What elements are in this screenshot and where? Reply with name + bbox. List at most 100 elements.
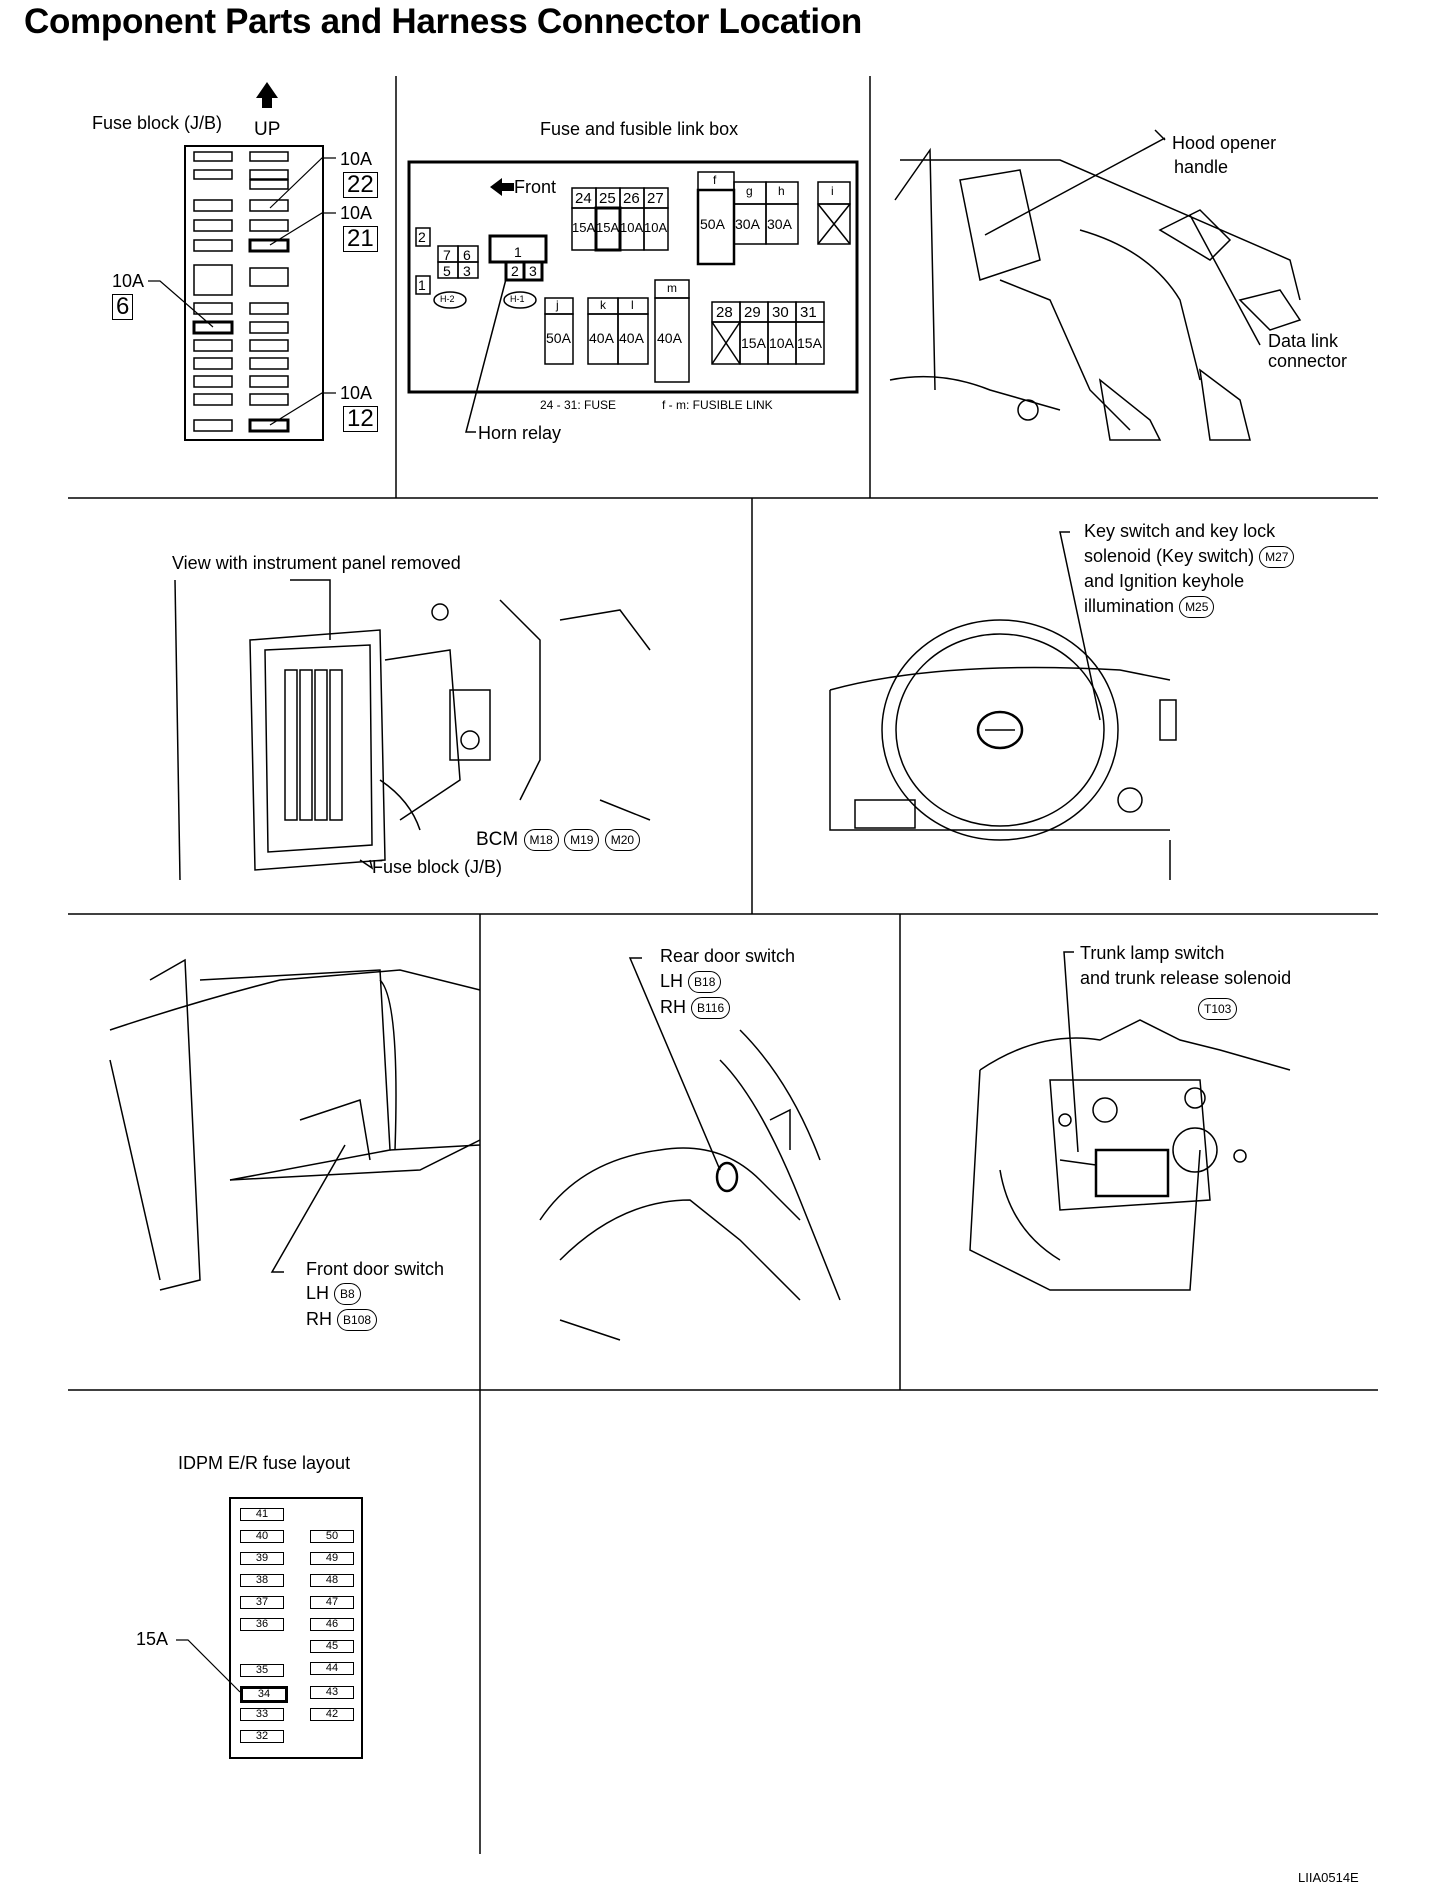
trunk-illustration bbox=[969, 951, 1291, 1291]
front-door-lh: LH B8 bbox=[306, 1282, 361, 1306]
connector-t103: T103 bbox=[1198, 998, 1238, 1020]
relay-num-1: 1 bbox=[418, 277, 426, 293]
callout-box-6: 6 bbox=[112, 294, 134, 320]
link-f-amp: 50A bbox=[700, 216, 725, 232]
horn-relay-num-2: 2 bbox=[511, 263, 519, 279]
callout-amp-21: 10A bbox=[340, 203, 373, 223]
fuse-amp-30: 10A bbox=[769, 335, 794, 351]
fuse-amp-31: 15A bbox=[797, 335, 822, 351]
link-j: j bbox=[556, 298, 559, 312]
ipdm-callout-15a: 15A bbox=[136, 1629, 169, 1649]
legend-link: f - m: FUSIBLE LINK bbox=[662, 398, 773, 412]
fuse-block-jb-label: Fuse block (J/B) bbox=[372, 857, 503, 877]
link-h: h bbox=[778, 184, 785, 198]
link-g-amp: 30A bbox=[735, 216, 760, 232]
fuse-amp-29: 15A bbox=[741, 335, 766, 351]
relay-tag-h1: H-1 bbox=[510, 294, 525, 304]
document-id: LIIA0514E bbox=[1298, 1870, 1359, 1885]
link-l-amp: 40A bbox=[619, 330, 644, 346]
fuse-num-25: 25 bbox=[599, 190, 616, 207]
fuse-amp-24: 15A bbox=[572, 220, 596, 235]
front-door-illustration bbox=[109, 958, 481, 1291]
illumination-text: illumination bbox=[1084, 596, 1175, 616]
fuse-num-27: 27 bbox=[647, 190, 664, 207]
key-switch-line4: illumination M25 bbox=[1084, 595, 1215, 619]
data-link-connector-label: connector bbox=[1268, 351, 1348, 371]
fuse-num-31: 31 bbox=[800, 304, 817, 321]
key-switch-line3: and Ignition keyhole bbox=[1084, 571, 1245, 591]
link-k: k bbox=[600, 298, 606, 312]
front-door-rh-text: RH bbox=[306, 1309, 332, 1329]
ipdm-fuse-44: 44 bbox=[310, 1662, 354, 1675]
front-door-label: Front door switch bbox=[306, 1259, 445, 1279]
trunk-line2: and trunk release solenoid bbox=[1080, 968, 1292, 988]
key-switch-line1: Key switch and key lock bbox=[1084, 521, 1276, 541]
fuse-num-24: 24 bbox=[575, 190, 592, 207]
callout-amp-12: 10A bbox=[340, 383, 373, 403]
ipdm-fuse-40: 40 bbox=[240, 1530, 284, 1543]
horn-relay-num-3: 3 bbox=[529, 263, 537, 279]
page-title: Component Parts and Harness Connector Lo… bbox=[24, 2, 862, 41]
link-k-amp: 40A bbox=[589, 330, 614, 346]
fuse-amp-27: 10A bbox=[644, 220, 668, 235]
ipdm-fuse-37: 37 bbox=[240, 1596, 284, 1609]
hood-handle-label: handle bbox=[1174, 157, 1229, 177]
connector-b8: B8 bbox=[334, 1283, 361, 1306]
ipdm-fuse-50: 50 bbox=[310, 1530, 354, 1543]
rear-door-lh: LH B18 bbox=[660, 970, 722, 994]
relay-num-5: 5 bbox=[443, 263, 451, 279]
relay-num-2: 2 bbox=[418, 229, 426, 245]
ipdm-fuse-42: 42 bbox=[310, 1708, 354, 1721]
front-door-lh-text: LH bbox=[306, 1283, 330, 1303]
ipdm-fuse-38: 38 bbox=[240, 1574, 284, 1587]
ipdm-fuse-35: 35 bbox=[240, 1664, 284, 1677]
key-switch-line2: solenoid (Key switch) M27 bbox=[1084, 545, 1295, 569]
key-switch-text: solenoid (Key switch) bbox=[1084, 546, 1255, 566]
legend-fuse: 24 - 31: FUSE bbox=[540, 398, 617, 412]
ipdm-fuse-45: 45 bbox=[310, 1640, 354, 1653]
ipdm-fuse-36: 36 bbox=[240, 1618, 284, 1631]
ipdm-fuse-46: 46 bbox=[310, 1618, 354, 1631]
bcm-label: BCM M18 M19 M20 bbox=[476, 828, 641, 852]
fuse-num-30: 30 bbox=[772, 304, 789, 321]
ipdm-fuse-32: 32 bbox=[240, 1730, 284, 1743]
link-m-amp: 40A bbox=[657, 330, 682, 346]
instrument-caption: View with instrument panel removed bbox=[172, 553, 461, 573]
ipdm-label: IDPM E/R fuse layout bbox=[178, 1453, 351, 1473]
rear-door-illustration bbox=[539, 957, 841, 1341]
callout-amp-6: 10A bbox=[112, 271, 145, 291]
fuse-num-29: 29 bbox=[744, 304, 761, 321]
fuse-num-26: 26 bbox=[623, 190, 640, 207]
fuse-link-box-label: Fuse and fusible link box bbox=[540, 119, 739, 139]
link-j-amp: 50A bbox=[546, 330, 571, 346]
callout-box-21: 21 bbox=[343, 226, 378, 252]
link-g: g bbox=[746, 184, 753, 198]
ipdm-fuse-43: 43 bbox=[310, 1686, 354, 1699]
relay-num-7: 7 bbox=[443, 247, 451, 263]
connector-b108: B108 bbox=[337, 1309, 378, 1332]
front-label: Front bbox=[514, 177, 557, 197]
callout-box-12: 12 bbox=[343, 406, 378, 432]
connector-m20: M20 bbox=[604, 828, 641, 851]
connector-b18: B18 bbox=[688, 971, 722, 994]
callout-box-22: 22 bbox=[343, 172, 378, 198]
link-h-amp: 30A bbox=[767, 216, 792, 232]
connector-m27: M27 bbox=[1259, 546, 1295, 569]
fuse-amp-25: 15A bbox=[596, 220, 620, 235]
fuse-amp-26: 10A bbox=[620, 220, 644, 235]
ipdm-fuse-33: 33 bbox=[240, 1708, 284, 1721]
trunk-line1: Trunk lamp switch bbox=[1080, 943, 1225, 963]
link-i: i bbox=[831, 184, 834, 198]
steering-wheel-illustration bbox=[829, 531, 1177, 880]
relay-num-3: 3 bbox=[463, 263, 471, 279]
instrument-illustration bbox=[174, 579, 651, 881]
data-link-label: Data link bbox=[1268, 331, 1339, 351]
hood-area-illustration bbox=[889, 129, 1302, 441]
connector-m19: M19 bbox=[564, 828, 600, 851]
bcm-text: BCM bbox=[476, 829, 519, 850]
link-f: f bbox=[713, 173, 717, 187]
rear-door-rh-text: RH bbox=[660, 997, 686, 1017]
hood-opener-label: Hood opener bbox=[1172, 133, 1277, 153]
